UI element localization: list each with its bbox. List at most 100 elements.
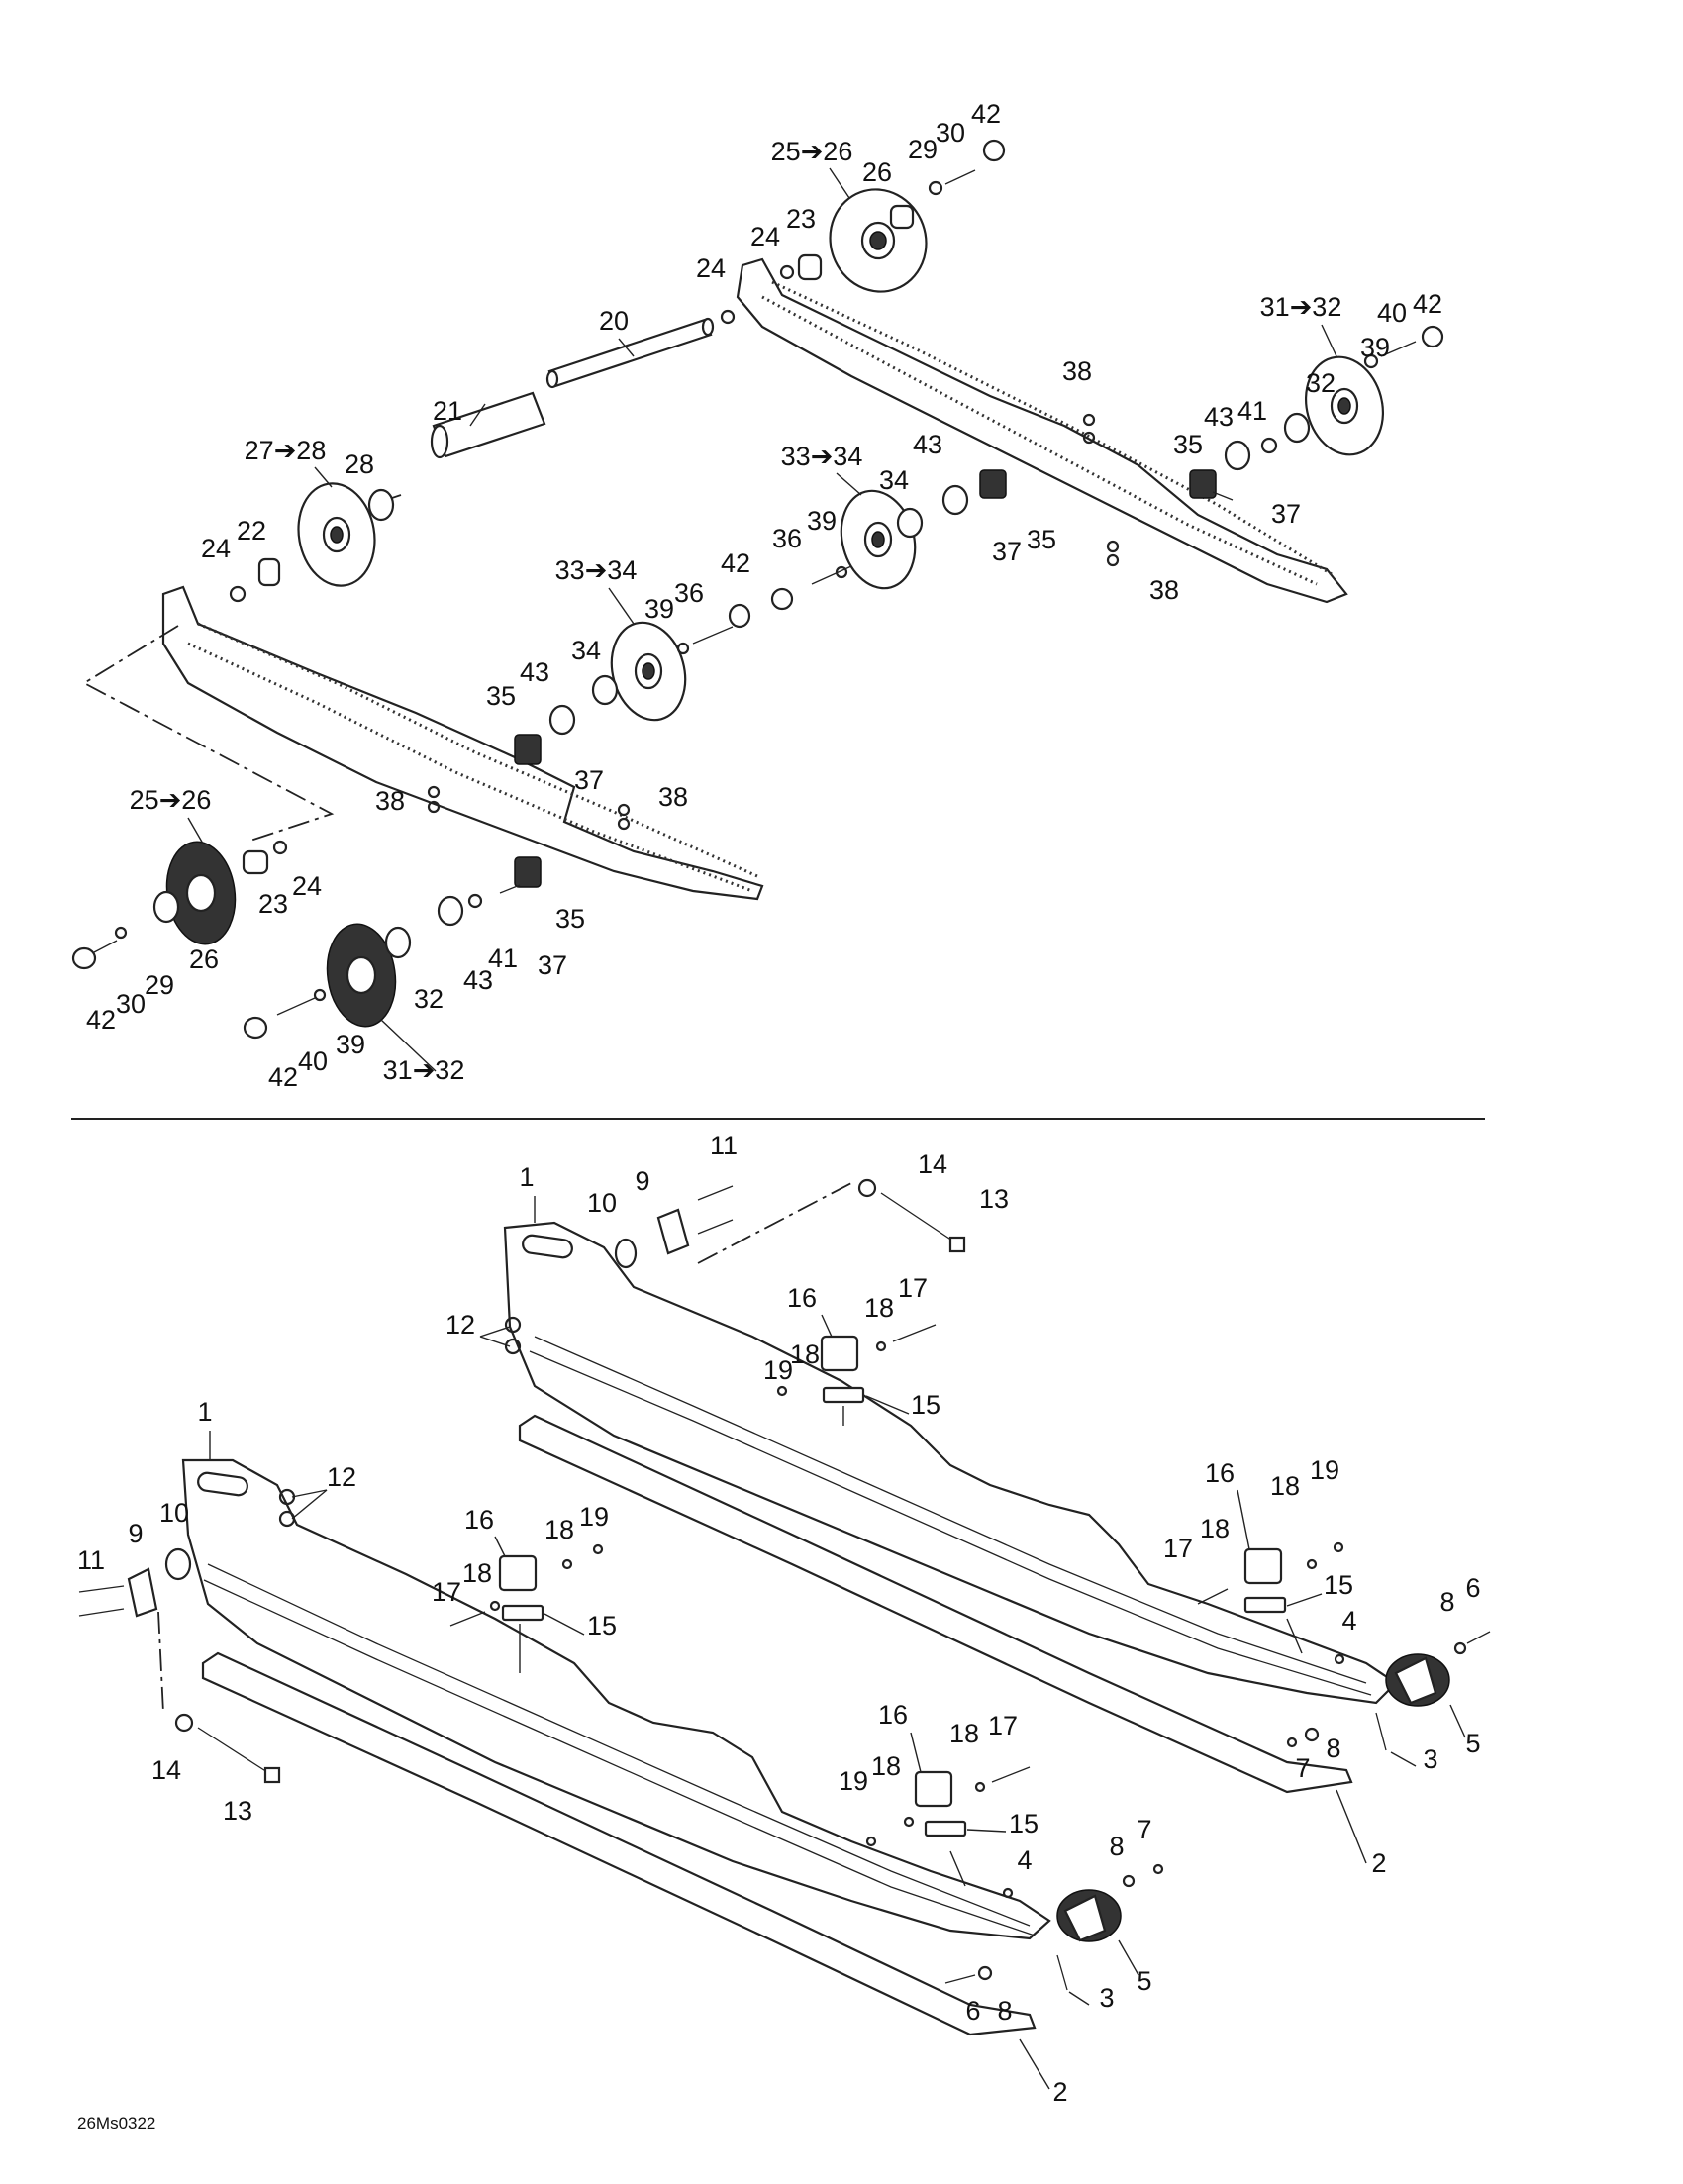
upper-assembly — [71, 139, 1444, 1040]
part-callout: 35 — [1173, 430, 1203, 459]
part-callout: 39 — [336, 1030, 365, 1059]
part-callout: 17 — [898, 1273, 928, 1303]
alignment-line — [82, 625, 335, 843]
part-callout: 2 — [1371, 1848, 1386, 1878]
part-callout: 18 — [1270, 1471, 1300, 1501]
part-callout: 5 — [1465, 1729, 1480, 1758]
part-callout: 24 — [696, 253, 726, 283]
part-callout: 43 — [913, 430, 942, 459]
spacer-tube — [430, 391, 546, 459]
part-callout: 42 — [721, 548, 750, 578]
part-callout: 39 — [807, 506, 837, 536]
part-callout: 23 — [258, 889, 288, 919]
part-callout: 19 — [1310, 1455, 1339, 1485]
part-callout: 15 — [911, 1390, 940, 1420]
part-callout: 14 — [151, 1755, 181, 1785]
part-callout: 4 — [1341, 1606, 1356, 1636]
part-callout: 12 — [446, 1310, 475, 1340]
slider-near — [201, 1651, 1037, 2036]
part-callout: 17 — [1163, 1534, 1193, 1563]
part-callout: 8 — [1109, 1832, 1124, 1861]
part-callout: 36 — [772, 524, 802, 553]
part-callout: 33➔34 — [555, 555, 638, 585]
part-callout: 18 — [462, 1558, 492, 1588]
part-callout: 18 — [949, 1719, 979, 1748]
part-callout: 17 — [988, 1711, 1018, 1740]
part-callout: 42 — [1413, 289, 1442, 319]
part-callout: 11 — [710, 1131, 738, 1160]
part-callout: 15 — [587, 1611, 617, 1640]
part-callout: 33➔34 — [781, 442, 863, 471]
wheel-25-26-upper — [720, 139, 1006, 325]
part-callout: 15 — [1009, 1809, 1039, 1838]
part-callout: 19 — [579, 1502, 609, 1532]
part-callout: 15 — [1324, 1570, 1353, 1600]
part-callout: 23 — [786, 204, 816, 234]
part-callout: 3 — [1423, 1744, 1437, 1774]
part-callout: 18 — [864, 1293, 894, 1323]
part-callout: 43 — [463, 965, 493, 995]
part-callout: 34 — [571, 636, 601, 665]
part-callout: 30 — [116, 989, 146, 1019]
part-callout: 35 — [555, 904, 585, 934]
part-callout: 39 — [644, 594, 674, 624]
part-callout: 35 — [1027, 525, 1056, 554]
part-callout: 38 — [1149, 575, 1179, 605]
part-callout: 4 — [1017, 1845, 1032, 1875]
part-callout: 17 — [432, 1577, 461, 1607]
part-callout: 5 — [1137, 1966, 1151, 1996]
part-callout: 41 — [488, 943, 518, 973]
part-callout: 35 — [486, 681, 516, 711]
suspension-rail-far-lower — [503, 1221, 1398, 1705]
part-callout: 42 — [268, 1062, 298, 1092]
part-callout: 2 — [1052, 2077, 1067, 2107]
part-callout: 19 — [839, 1766, 868, 1796]
part-callout: 28 — [345, 449, 374, 479]
part-callout: 26 — [189, 944, 219, 974]
part-callout: 11 — [77, 1545, 105, 1575]
part-callout: 32 — [414, 984, 444, 1014]
part-callout: 40 — [1377, 298, 1407, 328]
part-callout: 38 — [375, 786, 405, 816]
part-callout: 13 — [223, 1796, 252, 1826]
part-callout: 38 — [1062, 356, 1092, 386]
part-callout: 24 — [292, 871, 322, 901]
part-callout: 12 — [327, 1462, 356, 1492]
part-callout: 16 — [878, 1700, 908, 1730]
part-callout: 16 — [464, 1505, 494, 1535]
part-callout: 43 — [520, 657, 549, 687]
part-callout: 34 — [879, 465, 909, 495]
drawing-code: 26Ms0322 — [77, 2114, 155, 2133]
part-callout: 29 — [908, 135, 938, 164]
part-callout: 10 — [159, 1498, 189, 1528]
part-callout: 31➔32 — [1260, 292, 1342, 322]
part-callout: 37 — [1271, 499, 1301, 529]
suspension-rail-far — [736, 257, 1348, 604]
part-callout: 16 — [787, 1283, 817, 1313]
part-callout: 18 — [544, 1515, 574, 1544]
part-callout: 18 — [790, 1340, 820, 1369]
part-callout: 6 — [1465, 1573, 1480, 1603]
part-callout: 6 — [965, 1996, 980, 2026]
part-callout: 14 — [918, 1149, 947, 1179]
hardware-far — [504, 1178, 966, 1426]
part-callout: 21 — [433, 396, 462, 426]
part-callout: 13 — [979, 1184, 1009, 1214]
part-callout: 27➔28 — [245, 436, 327, 465]
part-callout: 43 — [1204, 402, 1234, 432]
part-callout: 37 — [992, 537, 1022, 566]
part-callout: 40 — [298, 1046, 328, 1076]
part-callout: 1 — [197, 1397, 212, 1427]
part-callout: 32 — [1306, 368, 1336, 398]
part-callout: 25➔26 — [771, 137, 853, 166]
part-callout: 18 — [871, 1751, 901, 1781]
suspension-rail-near — [161, 585, 764, 901]
part-callout: 38 — [658, 782, 688, 812]
part-callout: 1 — [519, 1162, 534, 1192]
part-callout: 37 — [538, 950, 567, 980]
wheel-31-32-upper — [1082, 325, 1444, 567]
part-callout: 29 — [145, 970, 174, 1000]
wheel-33-34-low — [427, 621, 734, 831]
part-callout: 24 — [750, 222, 780, 251]
hardware-near — [78, 1488, 604, 1784]
